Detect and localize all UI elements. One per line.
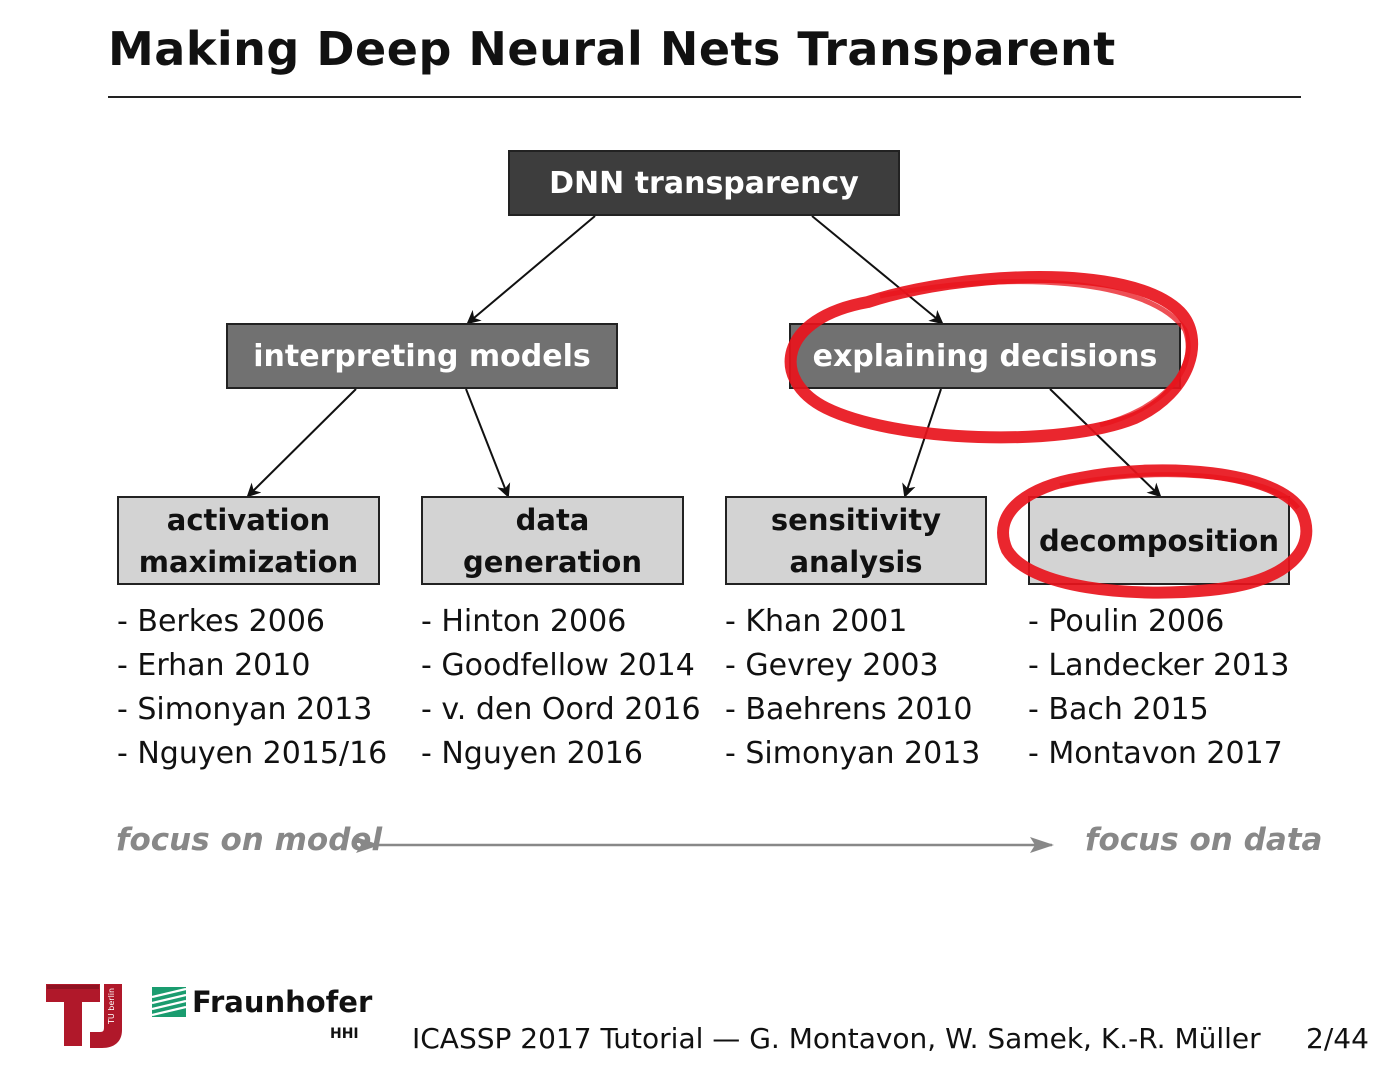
leaf-sensitivity-box: sensitivity analysis [725,496,987,585]
ref-item: - Simonyan 2013 [725,736,981,771]
tu-logo-text: TU berlin [107,988,116,1025]
footer-citation: ICASSP 2017 Tutorial — G. Montavon, W. S… [412,1022,1261,1055]
page-number: 2/44 [1306,1022,1369,1055]
root-label: DNN transparency [549,165,859,201]
leaf-sensitivity-line2: analysis [789,544,923,579]
refs-activation: - Berkes 2006 - Erhan 2010 - Simonyan 20… [117,600,387,776]
branch-interpreting-label: interpreting models [253,338,591,374]
leaf-data-generation-line2: generation [463,544,642,579]
ref-item: - Landecker 2013 [1028,648,1290,683]
arrow-root-to-interpreting [466,215,596,325]
fraunhofer-wordmark: Fraunhofer [192,985,373,1019]
leaf-activation-box: activation maximization [117,496,380,585]
arrow-explaining-to-sensitivity [902,388,942,498]
hhi-label: HHI [330,1026,359,1042]
branch-explaining-box: explaining decisions [789,323,1181,389]
fraunhofer-mark-icon [152,987,186,1017]
ref-item: - Montavon 2017 [1028,736,1283,771]
refs-sensitivity: - Khan 2001 - Gevrey 2003 - Baehrens 201… [725,600,980,776]
leaf-activation-line2: maximization [138,544,359,579]
leaf-activation-line1: activation [166,502,331,537]
ref-item: - Erhan 2010 [117,648,311,683]
ref-item: - Hinton 2006 [421,604,627,639]
leaf-data-generation-box: data generation [421,496,684,585]
leaf-decomposition-label: decomposition [1038,523,1279,558]
slide-title: Making Deep Neural Nets Transparent [108,22,1116,76]
ref-item: - v. den Oord 2016 [421,692,701,727]
ref-item: - Nguyen 2016 [421,736,643,771]
arrow-explaining-to-decomposition [1049,388,1162,498]
ref-item: - Baehrens 2010 [725,692,973,727]
ref-item: - Berkes 2006 [117,604,326,639]
root-box: DNN transparency [508,150,900,216]
ref-item: - Simonyan 2013 [117,692,373,727]
ref-item: - Khan 2001 [725,604,908,639]
ref-item: - Nguyen 2015/16 [117,736,388,771]
refs-decomposition: - Poulin 2006 - Landecker 2013 - Bach 20… [1028,600,1289,776]
leaf-data-generation-line1: data [515,502,590,537]
arrow-interpreting-to-activation [246,388,357,498]
focus-on-data-label: focus on data [1085,822,1323,858]
fraunhofer-logo: Fraunhofer [152,985,372,1019]
ref-item: - Bach 2015 [1028,692,1209,727]
refs-data-generation: - Hinton 2006 - Goodfellow 2014 - v. den… [421,600,701,776]
arrow-interpreting-to-data [465,388,511,498]
leaf-decomposition-box: decomposition [1028,496,1290,585]
ref-item: - Goodfellow 2014 [421,648,695,683]
ref-item: - Gevrey 2003 [725,648,939,683]
ref-item: - Poulin 2006 [1028,604,1225,639]
branch-explaining-label: explaining decisions [812,338,1158,374]
tu-berlin-logo: TU berlin [46,984,122,1048]
leaf-sensitivity-line1: sensitivity [770,502,942,537]
title-rule [108,96,1301,98]
focus-on-model-label: focus on model [116,822,383,858]
arrow-root-to-explaining [811,215,944,325]
branch-interpreting-box: interpreting models [226,323,618,389]
